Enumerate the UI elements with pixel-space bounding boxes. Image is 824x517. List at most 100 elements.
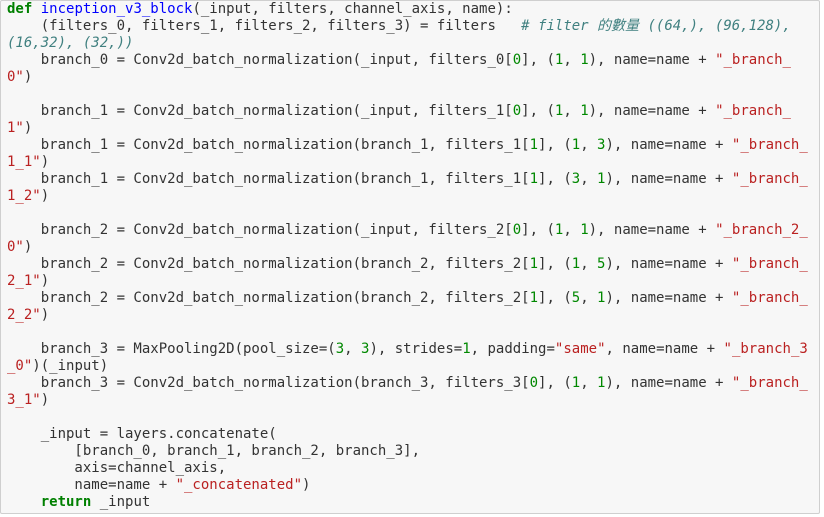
code-token: ,	[580, 290, 598, 306]
number-token: 1	[529, 256, 539, 272]
code-token: ], (	[538, 375, 572, 391]
code-token: ), name=name +	[605, 375, 732, 391]
code-token: name=name +	[7, 477, 176, 493]
code-token: branch_2 = Conv2d_batch_normalization(br…	[7, 290, 530, 306]
number-token: 1	[529, 171, 539, 187]
number-token: 0	[512, 222, 522, 238]
code-token: )	[23, 69, 33, 85]
number-token: 1	[597, 375, 606, 391]
code-token: branch_3 = Conv2d_batch_normalization(br…	[7, 375, 530, 391]
string-token: "_branch_	[731, 290, 808, 306]
code-token: ), name=name +	[605, 171, 732, 187]
code-line: axis=channel_axis,	[7, 460, 808, 477]
code-line: 1_2")	[7, 188, 808, 205]
code-line	[7, 409, 808, 426]
string-token: 1_1"	[7, 154, 41, 170]
code-token: ], (	[538, 137, 572, 153]
string-token: 1_2"	[7, 188, 41, 204]
code-line: return _input	[7, 494, 808, 511]
comment-token: # filter 的數量 ((64,), (96,128),	[521, 18, 791, 34]
code-token: ), name=name +	[588, 222, 716, 238]
number-token: 1	[580, 222, 589, 238]
number-token: 1	[554, 103, 564, 119]
number-token: 1	[571, 256, 581, 272]
code-token: ], (	[538, 256, 572, 272]
code-line: _0")(_input)	[7, 358, 808, 375]
code-line: name=name + "_concatenated")	[7, 477, 808, 494]
string-token: "_branch_	[731, 137, 808, 153]
string-token: 3_1"	[7, 392, 41, 408]
comment-token: (16,32), (32,))	[7, 35, 134, 51]
code-token: branch_0	[7, 52, 117, 68]
code-token: = Conv2d_batch_normalization(_input, fil…	[116, 52, 513, 68]
code-token: [branch_0, branch_1, branch_2, branch_3]…	[7, 443, 421, 459]
string-token: 0"	[7, 239, 24, 255]
number-token: 1	[529, 137, 539, 153]
code-token: ], (	[521, 222, 555, 238]
number-token: 3	[361, 341, 370, 357]
code-line	[7, 86, 808, 103]
code-token: )	[40, 273, 50, 289]
code-token: , padding=	[470, 341, 555, 357]
string-token: "_branch_	[731, 256, 808, 272]
code-token: ), name=name +	[588, 52, 716, 68]
number-token: 1	[597, 290, 606, 306]
number-token: 0	[512, 52, 522, 68]
code-token: )	[40, 188, 50, 204]
code-editor[interactable]: def inception_v3_block(_input, filters, …	[7, 1, 808, 511]
code-token: ,	[563, 222, 581, 238]
number-token: 3	[335, 341, 345, 357]
code-line: 2_2")	[7, 307, 808, 324]
code-token: ,	[580, 375, 598, 391]
code-token: ], (	[538, 290, 572, 306]
keyword-token: def	[7, 1, 33, 17]
code-token: ), name=name +	[605, 256, 732, 272]
code-token: )	[302, 477, 311, 493]
code-line: branch_1 = Conv2d_batch_normalization(br…	[7, 171, 808, 188]
code-line: branch_3 = MaxPooling2D(pool_size=(3, 3)…	[7, 341, 808, 358]
string-token: "same"	[554, 341, 606, 357]
code-token: )	[23, 239, 33, 255]
code-line: 3_1")	[7, 392, 808, 409]
code-line: branch_2 = Conv2d_batch_normalization(br…	[7, 290, 808, 307]
code-token: ,	[580, 137, 598, 153]
code-token: ,	[344, 341, 362, 357]
code-token: ,	[563, 52, 581, 68]
code-line: 1")	[7, 120, 808, 137]
code-token	[7, 494, 41, 510]
code-token: , name=name +	[605, 341, 724, 357]
code-token: ), name=name +	[605, 290, 732, 306]
code-line: 0")	[7, 69, 808, 86]
number-token: 5	[597, 256, 606, 272]
code-token: ], (	[538, 171, 572, 187]
number-token: 3	[597, 137, 606, 153]
code-line: branch_3 = Conv2d_batch_normalization(br…	[7, 375, 808, 392]
string-token: 1"	[7, 120, 24, 136]
keyword-token: return	[40, 494, 92, 510]
number-token: 1	[571, 375, 581, 391]
number-token: 1	[554, 222, 564, 238]
code-line: branch_1 = Conv2d_batch_normalization(br…	[7, 137, 808, 154]
string-token: "_branch_	[731, 375, 808, 391]
string-token: "_branch_	[715, 52, 791, 68]
code-line: branch_0 = Conv2d_batch_normalization(_i…	[7, 52, 808, 69]
code-token: branch_2 = Conv2d_batch_normalization(br…	[7, 256, 530, 272]
code-line	[7, 205, 808, 222]
code-line: 0")	[7, 239, 808, 256]
code-line: branch_2 = Conv2d_batch_normalization(_i…	[7, 222, 808, 239]
code-line: (16,32), (32,))	[7, 35, 808, 52]
number-token: 5	[571, 290, 581, 306]
string-token: _0"	[7, 358, 33, 374]
string-token: "_branch_2_	[715, 222, 808, 238]
code-token: ,	[563, 103, 581, 119]
code-token: branch_1 = Conv2d_batch_normalization(br…	[7, 137, 530, 153]
string-token: 2_1"	[7, 273, 41, 289]
code-line: _input = layers.concatenate(	[7, 426, 808, 443]
code-token: ,	[580, 256, 598, 272]
code-token: ,	[580, 171, 598, 187]
code-line	[7, 324, 808, 341]
number-token: 1	[529, 290, 539, 306]
code-token: _input = layers.concatenate(	[7, 426, 277, 442]
number-token: 1	[580, 103, 589, 119]
